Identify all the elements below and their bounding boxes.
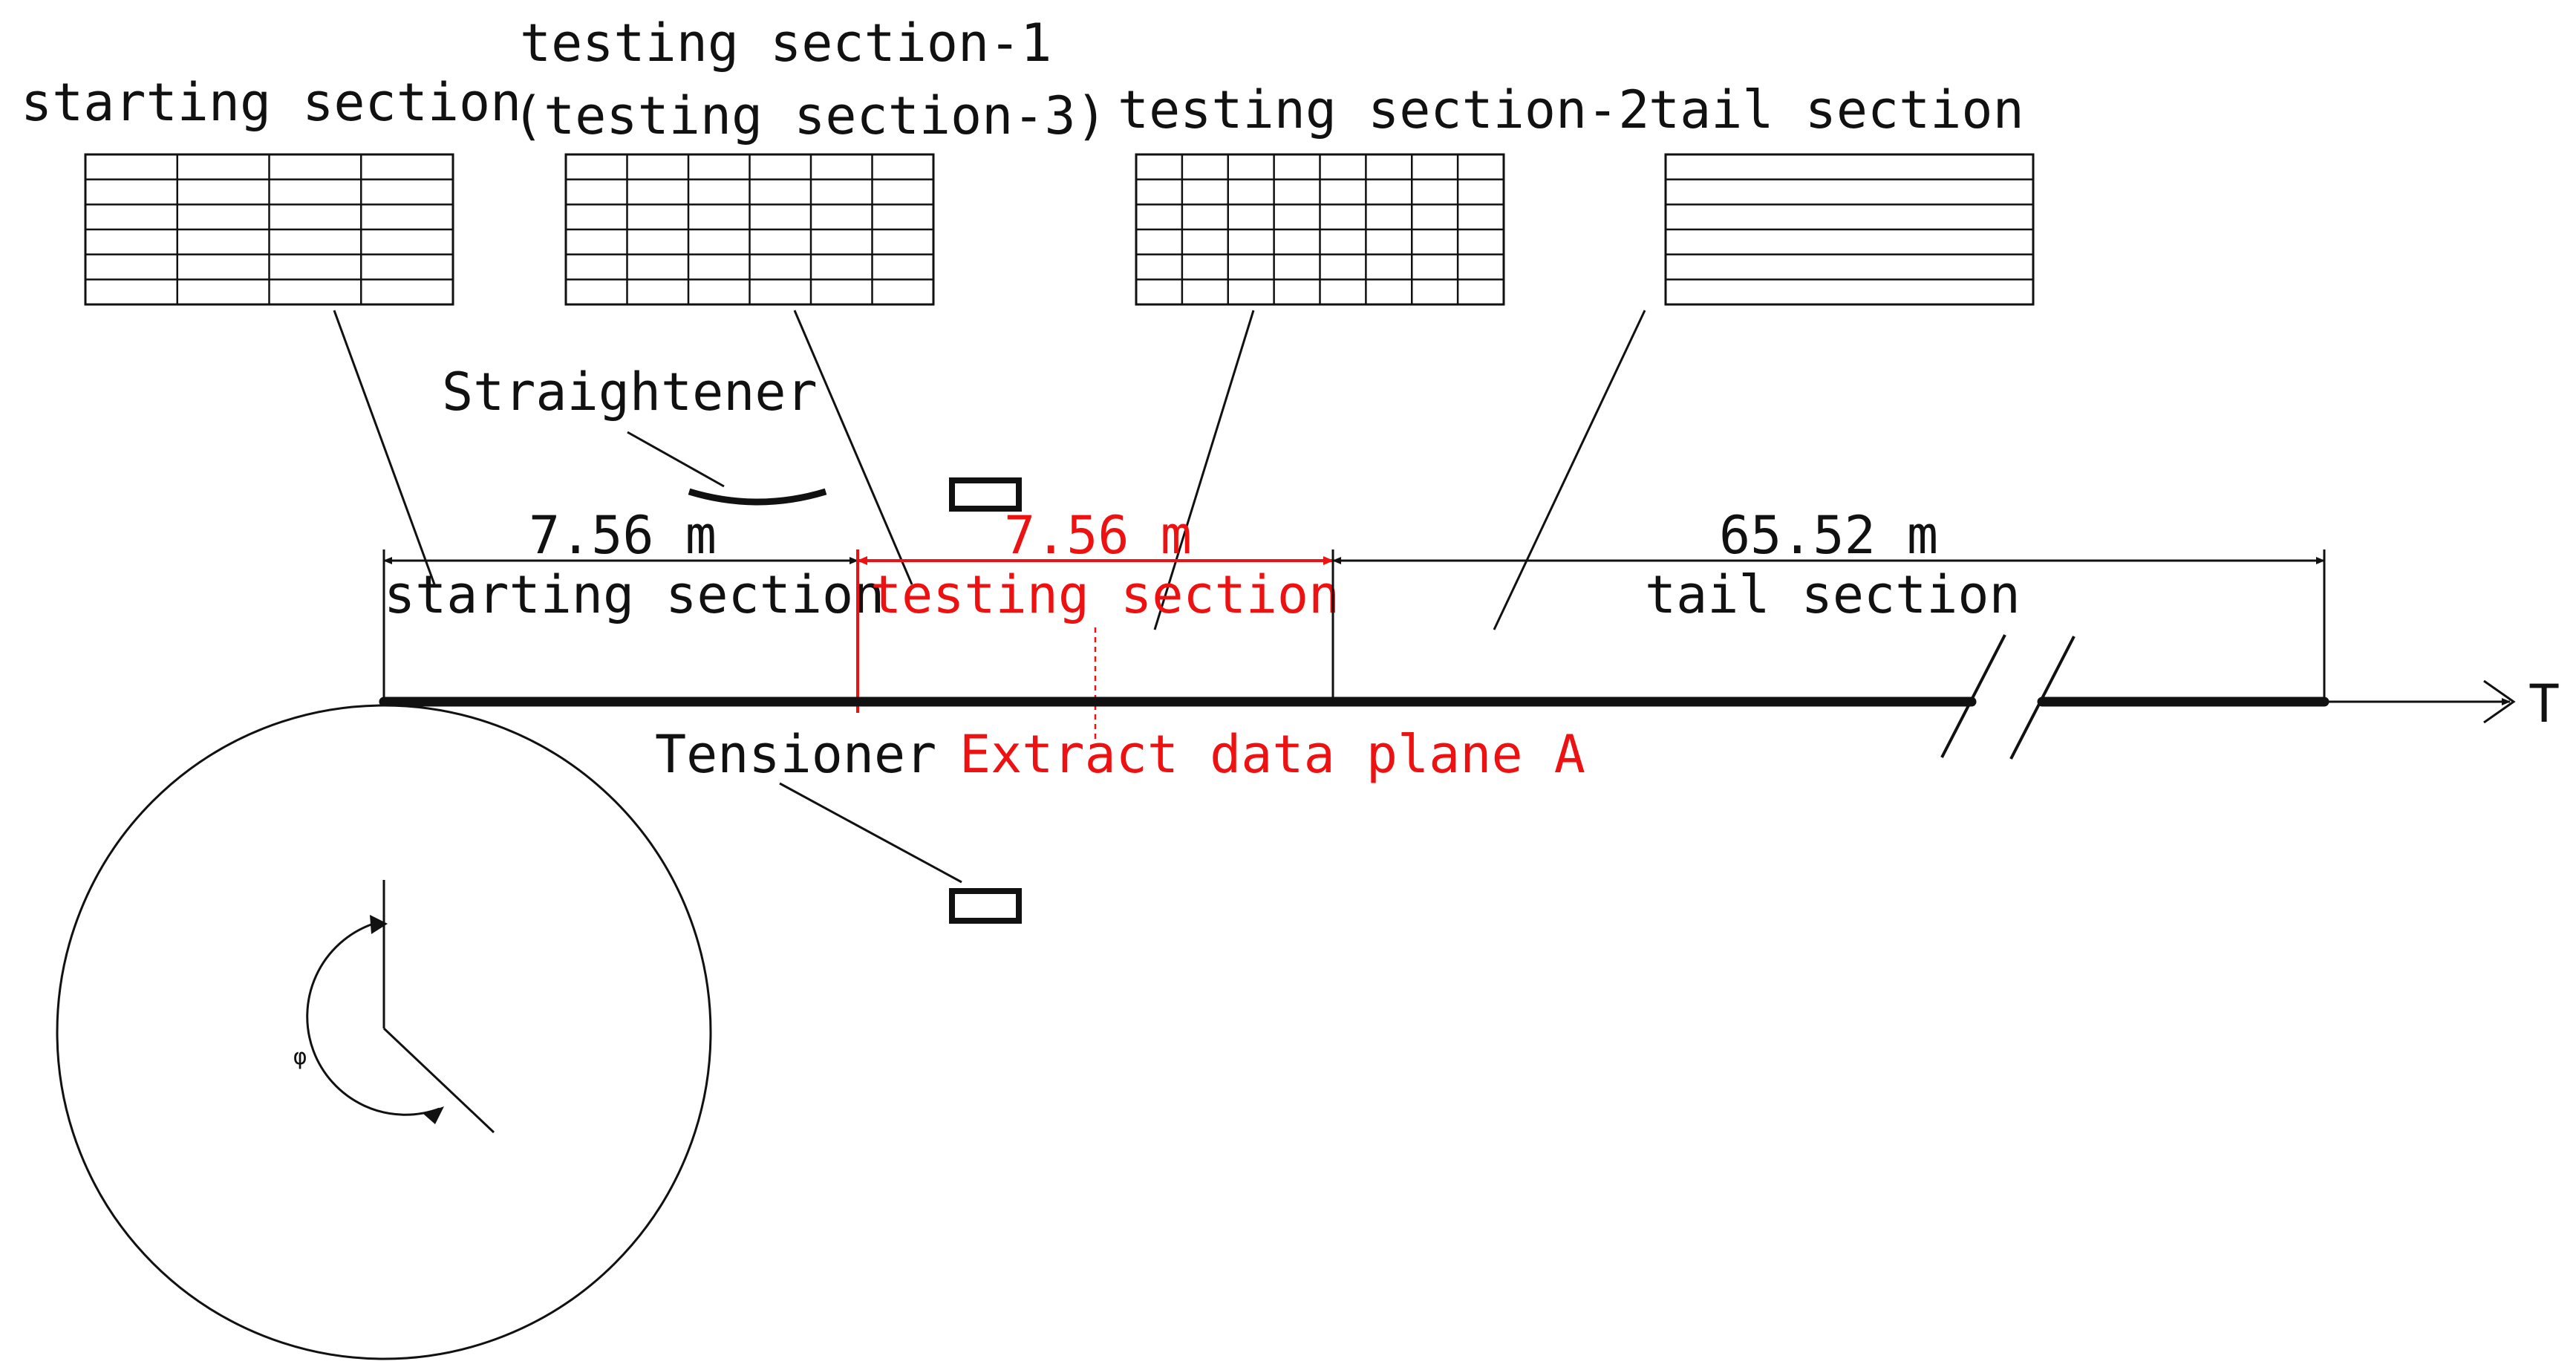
label-starting-section: starting section	[21, 72, 521, 133]
leader-line-testing-1	[793, 310, 913, 585]
starting-mesh-grid	[84, 153, 454, 306]
tension-symbol: T	[2528, 673, 2560, 734]
label-testing-section-2: testing section-2	[1118, 79, 1649, 140]
dimension-label-testing: 7.56 m	[1004, 505, 1192, 566]
label-testing-section-3: (testing section-3)	[512, 85, 1107, 146]
label-straightener: Straightener	[442, 362, 818, 423]
straightener-block	[949, 477, 1022, 512]
leader-line-tail	[1493, 310, 1646, 630]
segment-label-tail: tail section	[1645, 564, 2021, 625]
angle-symbol: φ	[293, 1044, 307, 1070]
dimension-label-starting: 7.56 m	[529, 505, 717, 566]
tail-mesh-grid	[1664, 153, 2035, 306]
reel-radius-diagonal	[382, 1027, 495, 1134]
segment-label-starting: starting section	[384, 564, 884, 625]
label-tensioner: Tensioner	[655, 724, 936, 785]
break-mark-right	[2009, 636, 2076, 760]
dimension-label-tail: 65.52 m	[1719, 505, 1938, 566]
tensioner-block	[949, 888, 1022, 924]
reel-arrowhead-bottom	[423, 1106, 444, 1124]
tensioner-leader	[779, 782, 962, 884]
reel-drum	[56, 704, 712, 1360]
testing-2-mesh-grid	[1135, 153, 1505, 306]
reel-rotation-arc	[306, 923, 440, 1116]
testing-1-mesh-grid	[564, 153, 935, 306]
label-extract-data-plane: Extract data plane A	[959, 724, 1585, 785]
label-testing-section-1: testing section-1	[520, 13, 1051, 74]
segment-label-testing: testing section	[870, 564, 1340, 625]
reel-arrowhead-top	[370, 915, 388, 934]
label-tail-section: tail section	[1649, 79, 2024, 140]
tension-arrowhead-open	[2483, 679, 2516, 724]
straightener-arc	[688, 488, 827, 506]
leader-line-testing-2	[1153, 310, 1255, 630]
straightener-leader	[627, 431, 725, 488]
break-mark-left	[1940, 634, 2006, 758]
leader-line-starting	[333, 310, 436, 585]
